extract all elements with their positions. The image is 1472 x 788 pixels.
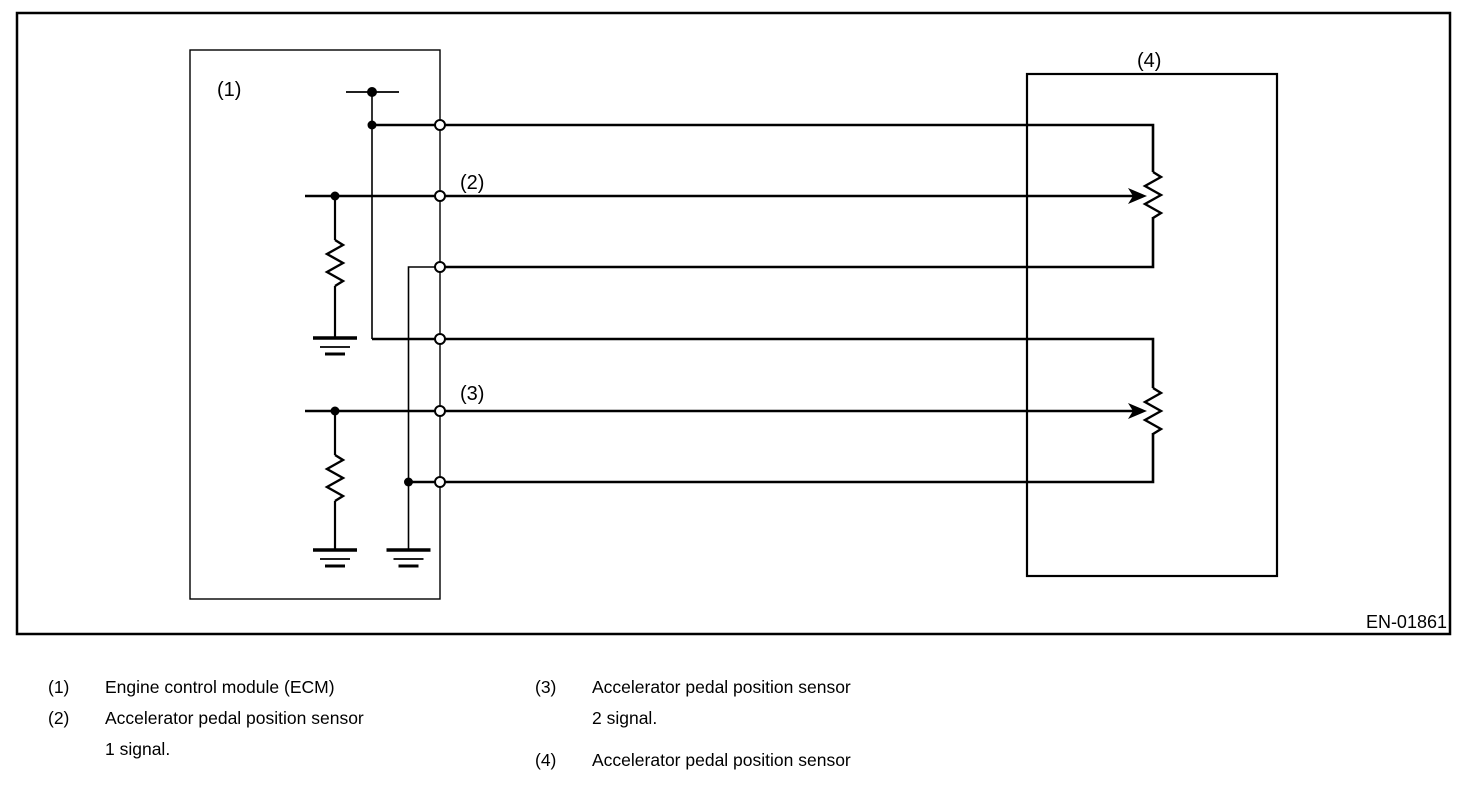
potentiometer-2-resistor (1142, 386, 1164, 436)
legend-item-2: (2) Accelerator pedal position sensor 1 … (48, 703, 478, 765)
wire-return-2 (408, 433, 1155, 484)
legend-text-4: Accelerator pedal position sensor (592, 745, 851, 776)
connector-pin (434, 261, 446, 273)
signal2-ref-label: (3) (460, 383, 484, 405)
legend-item-3: (3) Accelerator pedal position sensor 2 … (535, 672, 985, 734)
ecm-connector-pins (434, 119, 446, 488)
connector-pin (434, 476, 446, 488)
figure-border (15, 11, 1452, 636)
legend-column-right: (3) Accelerator pedal position sensor 2 … (535, 672, 985, 776)
legend-line: Accelerator pedal position sensor (105, 708, 364, 728)
wire-signal-1 (305, 188, 1147, 204)
legend-item-4: (4) Accelerator pedal position sensor (535, 745, 985, 776)
legend-text-1: Engine control module (ECM) (105, 672, 335, 703)
junction-dots (330, 120, 413, 487)
wire-return-1 (440, 217, 1155, 269)
wire-supply-1 (372, 123, 1155, 172)
figure-code: EN-01861 (1366, 612, 1447, 632)
wiper-arrow-1-icon (1128, 188, 1147, 204)
power-supply-symbol (346, 87, 399, 339)
junction-dot (367, 120, 377, 130)
junction-dot (330, 191, 340, 201)
wire-signal-2 (305, 403, 1147, 419)
legend-ref-3: (3) (535, 677, 557, 697)
ground-symbol-3 (386, 548, 431, 568)
legend-line: Accelerator pedal position sensor (592, 677, 851, 697)
wire-supply-2 (372, 337, 1155, 388)
legend-ref-2: (2) (48, 708, 70, 728)
legend-line: Accelerator pedal position sensor (592, 750, 851, 770)
connector-pin (434, 119, 446, 131)
wiper-arrow-2-icon (1128, 403, 1147, 419)
ground-symbol-2 (313, 548, 357, 568)
ecm-ref-label: (1) (217, 79, 241, 101)
legend-line: Engine control module (ECM) (105, 677, 335, 697)
wiring-diagram: (1) (2) (3) (4) EN-01861 (15, 11, 1452, 636)
legend-text-2: Accelerator pedal position sensor 1 sign… (105, 703, 364, 765)
ecm-pulldown-resistor-1 (324, 196, 346, 338)
sensor-ref-label: (4) (1137, 50, 1161, 72)
potentiometer-1-resistor (1142, 170, 1164, 220)
ground-symbol-1 (313, 336, 357, 356)
legend-text-3: Accelerator pedal position sensor 2 sign… (592, 672, 851, 734)
ecm-box (189, 49, 441, 600)
junction-dot (330, 406, 340, 416)
legend-ref-1: (1) (48, 677, 70, 697)
legend-line: 2 signal. (592, 708, 658, 728)
connector-pin (434, 333, 446, 345)
ecm-pulldown-resistor-2 (324, 411, 346, 550)
ecm-ground-return-line (407, 266, 440, 550)
legend-item-1: (1) Engine control module (ECM) (48, 672, 478, 703)
connector-pin (434, 190, 446, 202)
legend-ref-4: (4) (535, 750, 557, 770)
power-terminal-dot (367, 87, 377, 97)
legend-column-left: (1) Engine control module (ECM) (2) Acce… (48, 672, 478, 765)
sensor-box (1025, 72, 1279, 578)
junction-dot (404, 477, 413, 487)
signal1-ref-label: (2) (460, 172, 484, 194)
connector-pin (434, 405, 446, 417)
legend-line: 1 signal. (105, 739, 171, 759)
